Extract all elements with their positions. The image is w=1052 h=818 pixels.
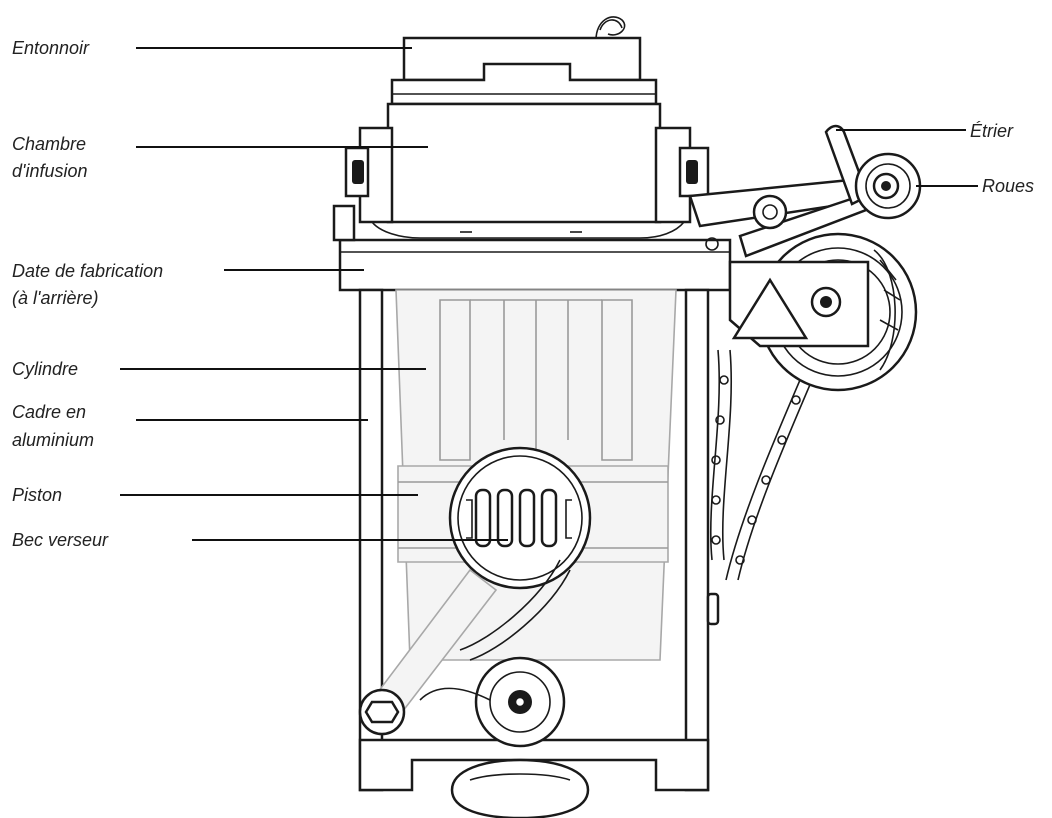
labels: Entonnoir Chambre d'infusion Date de fab… bbox=[12, 38, 1034, 550]
leader-lines bbox=[120, 47, 978, 541]
label-date-line1: Date de fabrication bbox=[12, 261, 163, 281]
frame-top-bar bbox=[338, 238, 732, 292]
machine-illustration bbox=[332, 16, 922, 818]
label-etrier: Étrier bbox=[970, 121, 1014, 141]
label-chambre-line2: d'infusion bbox=[12, 161, 88, 181]
chain bbox=[419, 349, 813, 701]
label-piston: Piston bbox=[12, 485, 62, 505]
label-date-line2: (à l'arrière) bbox=[12, 288, 98, 308]
brewing-chamber-shape bbox=[386, 102, 662, 224]
label-cadre-line1: Cadre en bbox=[12, 402, 86, 422]
label-bec: Bec verseur bbox=[12, 530, 109, 550]
label-chambre-line1: Chambre bbox=[12, 134, 86, 154]
label-cylindre: Cylindre bbox=[12, 359, 78, 379]
label-roues: Roues bbox=[982, 176, 1034, 196]
label-cadre-line2: aluminium bbox=[12, 430, 94, 450]
label-entonnoir: Entonnoir bbox=[12, 38, 90, 58]
